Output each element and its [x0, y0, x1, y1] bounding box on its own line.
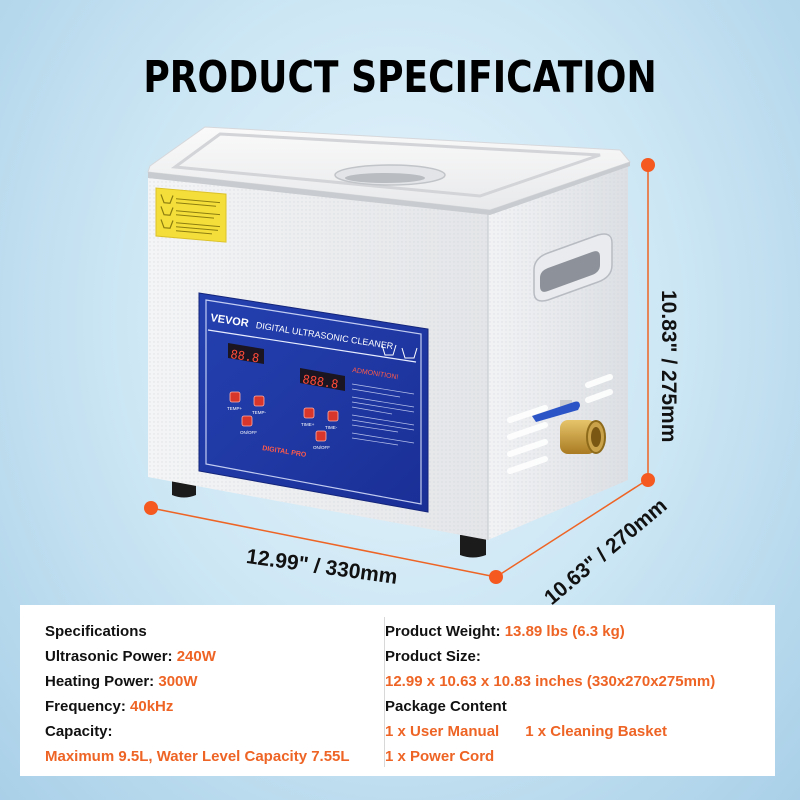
package-item: 1 x User Manual: [385, 723, 500, 740]
spec-size-label: Product Size:: [385, 648, 481, 665]
page-title: PRODUCT SPECIFICATION: [143, 52, 657, 103]
svg-text:TIME+: TIME+: [301, 422, 315, 427]
time-display: 888.8: [302, 372, 340, 391]
dimension-lines: [144, 158, 655, 584]
temperature-display: 88.8: [230, 347, 261, 365]
svg-text:TEMP+: TEMP+: [227, 406, 243, 411]
panel-buttons: [229, 391, 339, 442]
spec-card: Specifications Ultrasonic Power: 240W He…: [20, 605, 775, 776]
spec-size-value: 12.99 x 10.63 x 10.83 inches (330x270x27…: [385, 673, 716, 690]
foot-front-right: [460, 535, 486, 558]
spec-heading: Specifications: [45, 623, 147, 640]
package-items-row-1: 1 x User Manual 1 x Cleaning Basket: [385, 719, 715, 744]
svg-text:TEMP-: TEMP-: [252, 410, 267, 415]
wash-symbol-icons: [381, 344, 418, 359]
spec-capacity-value: Maximum 9.5L, Water Level Capacity 7.55L: [45, 748, 350, 765]
package-items-row-2: 1 x Power Cord: [385, 744, 715, 769]
package-content-heading: Package Content: [385, 698, 507, 715]
drain-valve-icon: [532, 400, 606, 454]
spec-weight: Product Weight: 13.89 lbs (6.3 kg): [385, 623, 625, 640]
svg-text:TIME-: TIME-: [325, 425, 338, 430]
svg-text:ON/OFF: ON/OFF: [240, 430, 257, 435]
svg-text:ON/OFF: ON/OFF: [313, 445, 330, 450]
brand-logo: VEVOR: [210, 312, 250, 330]
package-item: 1 x Cleaning Basket: [525, 723, 667, 740]
column-divider: [384, 617, 385, 767]
spec-heating-power: Heating Power: 300W: [45, 673, 198, 690]
package-item: 1 x Power Cord: [385, 748, 495, 765]
spec-capacity-label: Capacity:: [45, 723, 113, 740]
spec-column-right: Product Weight: 13.89 lbs (6.3 kg) Produ…: [385, 619, 715, 769]
warning-sticker: [155, 187, 227, 243]
admonition-text: [351, 383, 415, 446]
height-dimension-label: 10.83" / 275mm: [657, 290, 680, 443]
spec-frequency: Frequency: 40kHz: [45, 698, 174, 715]
spec-ultrasonic-power: Ultrasonic Power: 240W: [45, 648, 216, 665]
spec-column-left: Specifications Ultrasonic Power: 240W He…: [45, 619, 350, 769]
ultrasonic-cleaner-image: VEVOR DIGITAL ULTRASONIC CLEANER 88.8 88…: [144, 126, 655, 584]
product-illustration: VEVOR DIGITAL ULTRASONIC CLEANER 88.8 88…: [144, 126, 680, 610]
control-panel: VEVOR DIGITAL ULTRASONIC CLEANER 88.8 88…: [198, 292, 429, 513]
